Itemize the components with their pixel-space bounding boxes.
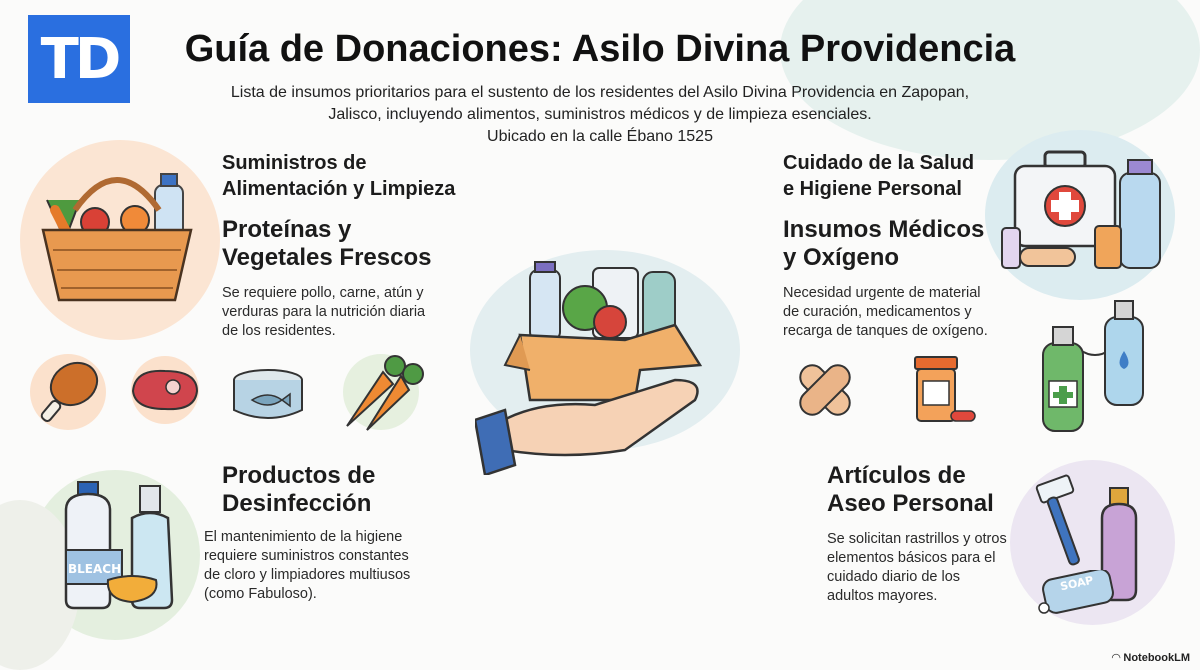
section-title: Productos de	[222, 462, 376, 489]
section-title: Artículos de	[827, 462, 966, 489]
section-description: Se requiere pollo, carne, atún y	[222, 285, 424, 301]
section-description: adultos mayores.	[827, 588, 938, 604]
section-title: Vegetales Frescos	[222, 244, 432, 271]
disinfection-description: El mantenimiento de la higiene requiere …	[204, 528, 444, 604]
subtitle-line: Ubicado en la calle Ébano 1525	[487, 128, 713, 145]
pill-bottle-icon	[914, 356, 976, 422]
bleach-label: BLEACH	[68, 562, 122, 576]
td-logo: TD	[28, 15, 130, 103]
chicken-leg-icon	[30, 354, 106, 430]
section-category: Cuidado de la Salud	[783, 152, 975, 174]
notebooklm-icon: ◠	[1111, 652, 1124, 664]
donation-box-hand-icon	[475, 261, 703, 475]
soap-bar-icon	[1038, 570, 1114, 614]
notebooklm-label: NotebookLM	[1123, 652, 1190, 664]
notebooklm-brand: ◠ NotebookLM	[1112, 651, 1190, 664]
bleach-bottle-icon	[64, 481, 174, 610]
hygiene-section: Artículos de Aseo Personal Se solicitan …	[827, 462, 1027, 606]
section-category: Suministros de	[222, 152, 367, 174]
section-description: Se solicitan rastrillos y otros	[827, 531, 1007, 547]
grocery-basket-icon	[41, 173, 193, 302]
section-title: y Oxígeno	[783, 244, 900, 271]
subtitle-line: Lista de insumos prioritarios para el su…	[230, 84, 970, 101]
section-description: requiere suministros constantes	[204, 548, 409, 564]
section-description: de curación, medicamentos y	[783, 304, 972, 320]
food-section: Suministros de Alimentación y Limpieza P…	[222, 150, 482, 341]
section-description: de cloro y limpiadores multiusos	[204, 567, 411, 583]
section-description: recarga de tanques de oxígeno.	[783, 323, 988, 339]
section-title: Desinfección	[222, 490, 372, 517]
first-aid-kit-icon	[1001, 150, 1161, 269]
page-title: Guía de Donaciones: Asilo Divina Provide…	[184, 28, 1016, 70]
subtitle-line: Jalisco, incluyendo alimentos, suministr…	[328, 106, 872, 123]
section-description: elementos básicos para el	[827, 550, 996, 566]
section-description: El mantenimiento de la higiene	[204, 529, 403, 545]
disinfection-section: Productos de Desinfección	[222, 462, 442, 518]
section-description: (como Fabuloso).	[204, 586, 317, 602]
health-section: Cuidado de la Salud e Higiene Personal I…	[783, 150, 1013, 341]
section-description: de los residentes.	[222, 323, 336, 339]
hygiene-products-group: SOAP	[1028, 470, 1158, 620]
section-category: Alimentación y Limpieza	[222, 178, 456, 200]
section-description: Necesidad urgente de material	[783, 285, 981, 301]
section-title: Proteínas y	[222, 216, 352, 243]
steak-icon	[131, 356, 199, 424]
carrots-icon	[343, 354, 424, 431]
section-title: Insumos Médicos	[783, 216, 985, 243]
section-description: verduras para la nutrición diaria	[222, 304, 426, 320]
tuna-can-icon	[233, 369, 303, 419]
section-description: cuidado diario de los	[827, 569, 961, 585]
cleaning-products-group: BLEACH	[60, 480, 185, 615]
section-title: Aseo Personal	[827, 490, 994, 517]
bandage-icon	[799, 364, 851, 416]
section-category: e Higiene Personal	[783, 178, 962, 200]
oxygen-tank-icon	[1042, 300, 1144, 432]
